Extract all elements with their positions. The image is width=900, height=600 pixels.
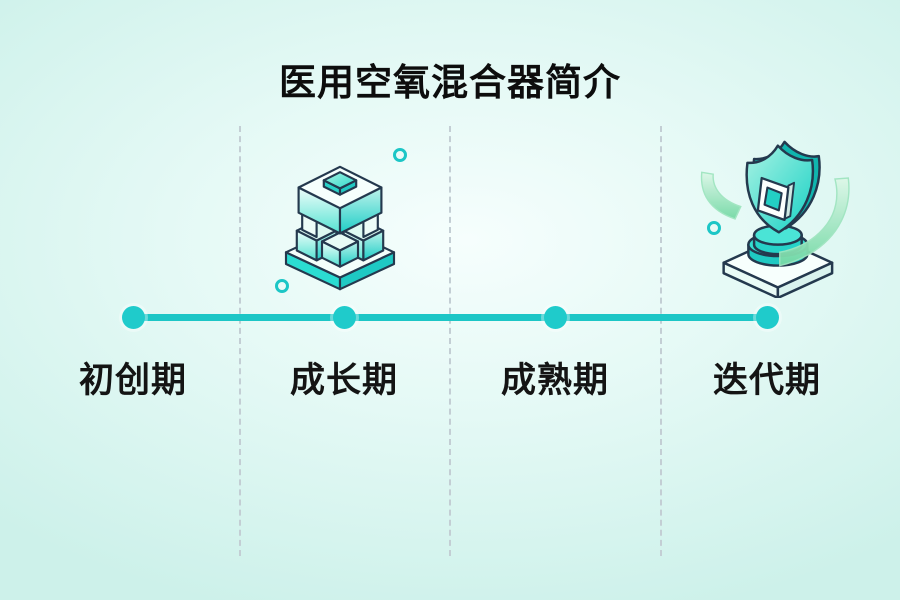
timeline-stage-4: 迭代期 [713,306,821,403]
stage-label: 迭代期 [712,361,822,400]
decor-ring-icon [393,148,407,162]
isometric-blocks-icon [284,165,396,291]
timeline-stage-3: 成熟期 [501,306,609,403]
page-title: 医用空氧混合器简介 [279,62,621,103]
stage-label: 成长期 [289,361,399,400]
shield-rotation-icon [700,140,850,298]
timeline-node-dot [121,306,145,329]
timeline-node-dot [543,306,567,329]
stage-label: 成熟期 [500,361,610,400]
timeline-line [133,314,767,321]
timeline-node-dot [332,306,356,329]
timeline-stage-2: 成长期 [290,306,398,403]
decor-ring-icon [707,221,721,235]
timeline-stage-1: 初创期 [79,306,187,403]
decor-ring-icon [275,279,289,293]
dashed-divider-1 [239,126,241,556]
dashed-divider-3 [660,126,662,556]
timeline-node-dot [755,306,779,329]
dashed-divider-2 [449,126,451,556]
stage-label: 初创期 [78,361,188,400]
